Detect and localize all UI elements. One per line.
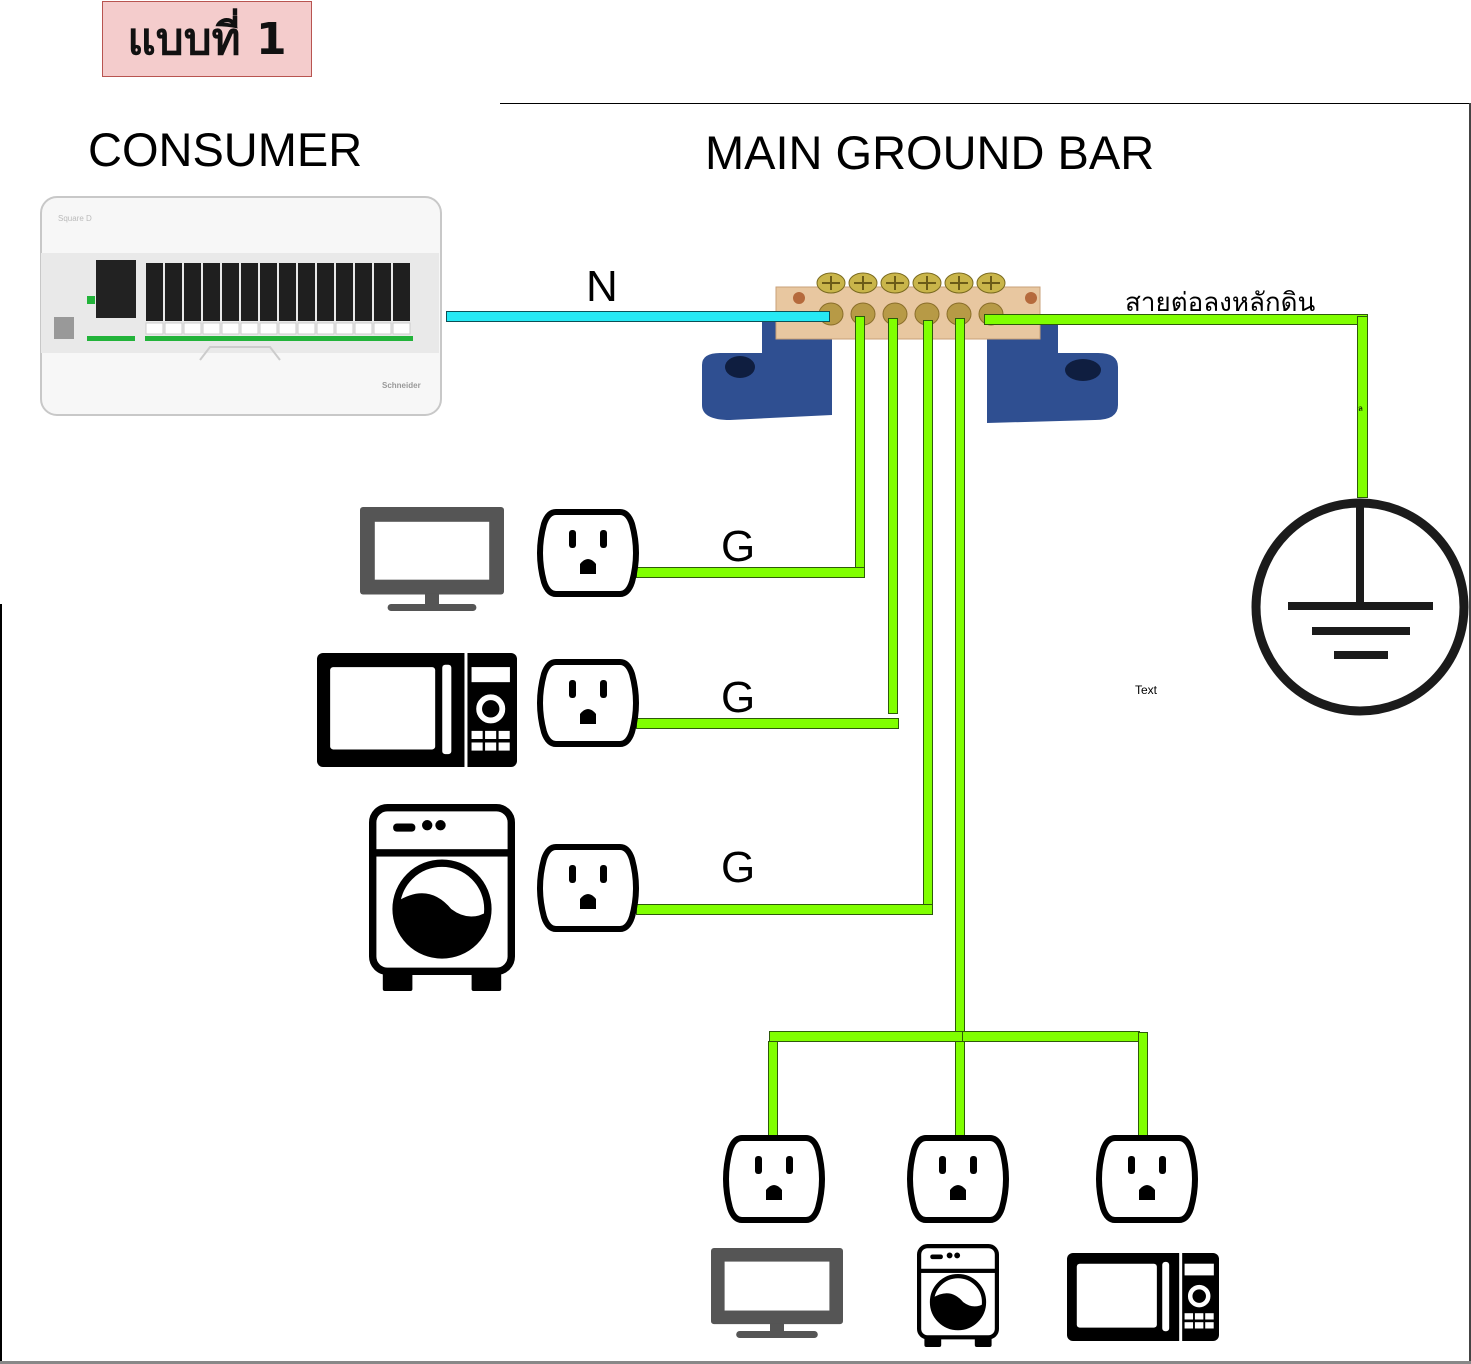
ground-rod-wire-vertical <box>1357 316 1368 498</box>
wire-label-g-1: G <box>721 522 756 571</box>
ground-rod-wire-horizontal <box>984 314 1368 325</box>
green-label-strip <box>145 336 413 341</box>
breaker-row <box>145 263 411 335</box>
diagram-title: แบบที่ 1 <box>102 1 312 77</box>
breaker <box>146 263 163 321</box>
ground-rod-wire-label: สายต่อลงหลักดิน <box>1125 288 1316 318</box>
qr-code <box>54 317 74 339</box>
breaker <box>393 263 410 321</box>
placeholder-text: Text <box>1135 683 1158 697</box>
branch-1-riser <box>855 316 865 578</box>
outlet-5 <box>907 1135 1009 1223</box>
left-mount <box>702 315 832 420</box>
frame-bottom-border <box>0 1361 1471 1364</box>
washing-machine-icon <box>916 1243 1000 1347</box>
branch-4-drop-3 <box>1138 1032 1148 1136</box>
main-ground-bar-label: MAIN GROUND BAR <box>705 126 1155 179</box>
washing-machine-icon <box>368 803 516 991</box>
breaker <box>374 263 391 321</box>
tv-icon <box>711 1248 843 1338</box>
frame-top-border <box>500 103 1471 104</box>
breaker <box>355 263 372 321</box>
branch-4-drop-2 <box>955 1041 965 1137</box>
ground-wire-marker: ล <box>1358 404 1363 413</box>
neutral-label: N <box>586 262 618 311</box>
breaker <box>317 263 334 321</box>
outlet-6 <box>1096 1135 1198 1223</box>
branch-4-split-left <box>769 1031 963 1042</box>
consumer-label: CONSUMER <box>88 123 363 176</box>
breaker <box>165 263 182 321</box>
outlet-2 <box>537 659 639 747</box>
microwave-icon <box>1067 1252 1219 1342</box>
right-mount <box>987 315 1118 423</box>
main-breaker <box>96 260 136 318</box>
branch-2-feed <box>636 718 899 729</box>
outlet-3 <box>537 844 639 932</box>
wire-label-g-3: G <box>721 843 756 892</box>
breaker <box>203 263 220 321</box>
earth-ground-icon <box>1251 498 1469 716</box>
frame-right-border <box>1469 103 1471 1364</box>
consumer-panel: Square D Schneider <box>40 196 442 416</box>
branch-3-feed <box>636 904 933 915</box>
breaker <box>222 263 239 321</box>
breaker <box>184 263 201 321</box>
branch-3-riser <box>923 320 933 915</box>
breaker <box>336 263 353 321</box>
branch-4-trunk <box>955 318 965 1034</box>
tv-icon <box>360 507 504 611</box>
neutral-wire <box>446 311 830 322</box>
breaker <box>241 263 258 321</box>
panel-brand-bottom: Schneider <box>382 381 421 390</box>
breaker <box>298 263 315 321</box>
panel-brand-top: Square D <box>58 214 92 223</box>
main-ground-bar <box>702 272 1118 423</box>
microwave-icon <box>317 652 517 768</box>
branch-4-drop-1 <box>768 1041 778 1137</box>
breaker <box>260 263 277 321</box>
outlet-4 <box>723 1135 825 1223</box>
frame-left-border <box>0 604 2 1364</box>
breaker <box>279 263 296 321</box>
outlet-1 <box>537 509 639 597</box>
wire-label-g-2: G <box>721 673 756 722</box>
branch-2-riser <box>888 318 898 714</box>
branch-4-split-right <box>962 1031 1140 1042</box>
